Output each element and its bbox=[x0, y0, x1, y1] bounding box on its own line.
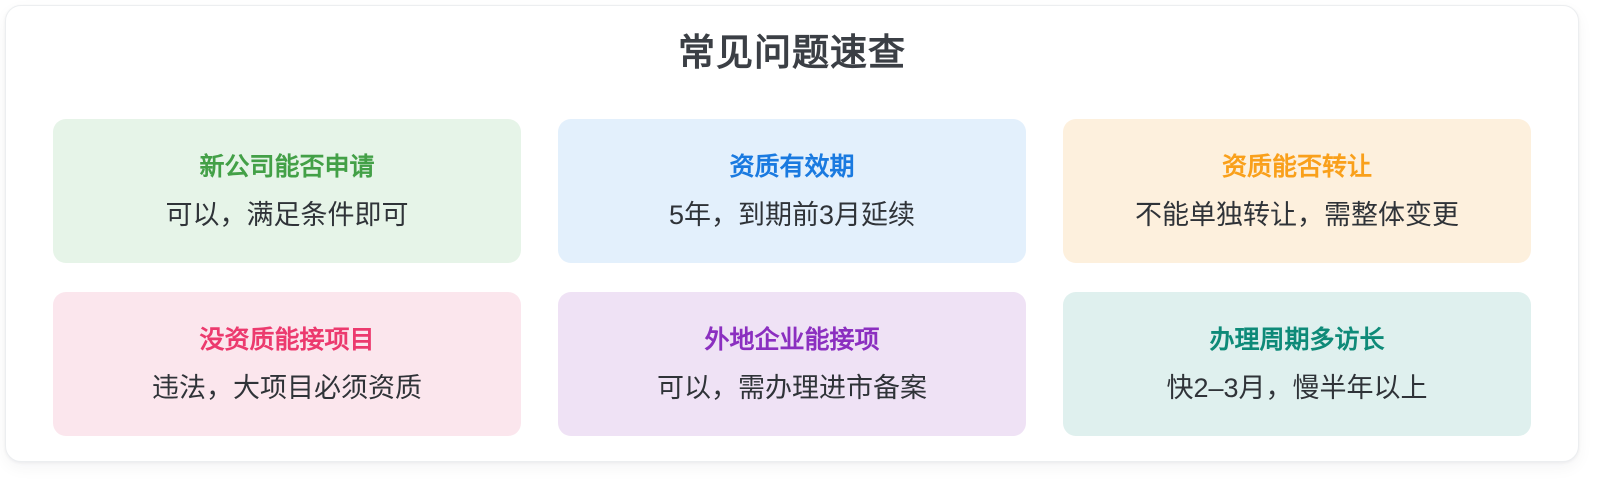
faq-card[interactable]: 没资质能接项目 违法，大项目必须资质 bbox=[53, 292, 521, 436]
faq-card-question: 新公司能否申请 bbox=[199, 153, 375, 181]
faq-card-answer: 违法，大项目必须资质 bbox=[152, 373, 422, 403]
faq-card-answer: 快2–3月，慢半年以上 bbox=[1166, 373, 1428, 403]
faq-card-grid: 新公司能否申请 可以，满足条件即可 资质有效期 5年，到期前3月延续 资质能否转… bbox=[53, 119, 1531, 436]
faq-card-question: 资质能否转让 bbox=[1221, 153, 1372, 181]
faq-card[interactable]: 资质有效期 5年，到期前3月延续 bbox=[558, 119, 1026, 263]
faq-panel: 常见问题速查 新公司能否申请 可以，满足条件即可 资质有效期 5年，到期前3月延… bbox=[5, 5, 1579, 462]
faq-card-question: 没资质能接项目 bbox=[199, 326, 375, 354]
faq-card-answer: 5年，到期前3月延续 bbox=[668, 200, 916, 230]
faq-card[interactable]: 办理周期多访长 快2–3月，慢半年以上 bbox=[1063, 292, 1531, 436]
faq-card[interactable]: 新公司能否申请 可以，满足条件即可 bbox=[53, 119, 521, 263]
faq-card-question: 外地企业能接项 bbox=[704, 326, 880, 354]
faq-card[interactable]: 外地企业能接项 可以，需办理进市备案 bbox=[558, 292, 1026, 436]
faq-card-answer: 可以，满足条件即可 bbox=[165, 200, 409, 230]
faq-card[interactable]: 资质能否转让 不能单独转让，需整体变更 bbox=[1063, 119, 1531, 263]
faq-card-question: 办理周期多访长 bbox=[1209, 326, 1385, 354]
page-title: 常见问题速查 bbox=[678, 32, 906, 73]
faq-card-answer: 不能单独转让，需整体变更 bbox=[1135, 200, 1459, 230]
faq-card-answer: 可以，需办理进市备案 bbox=[657, 373, 927, 403]
faq-card-question: 资质有效期 bbox=[729, 153, 855, 181]
